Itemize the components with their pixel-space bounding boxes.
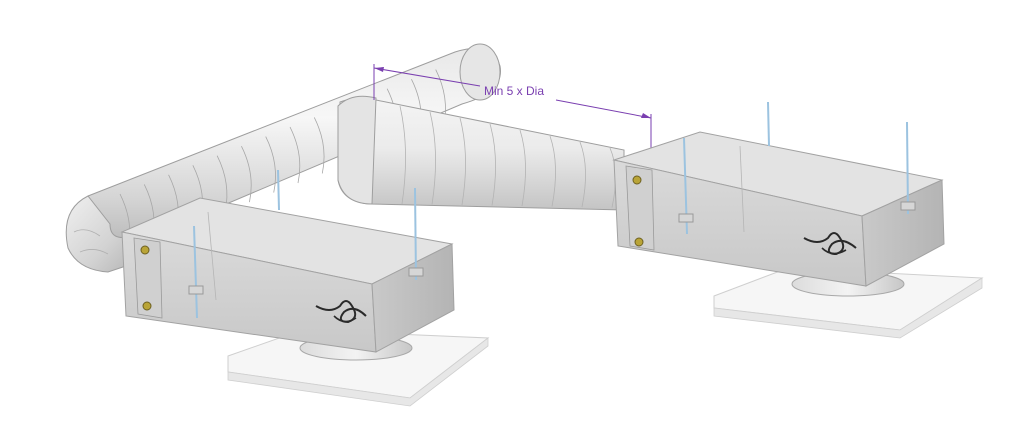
dimension-arrow-left-icon xyxy=(374,67,384,72)
left-hanger-bracket-icon xyxy=(408,267,424,277)
tee-collar-icon xyxy=(337,95,377,205)
branch-seam-line xyxy=(519,129,526,207)
right-unit xyxy=(612,101,984,339)
branch-duct-icon xyxy=(337,97,625,211)
main-duct-end-icon xyxy=(459,43,501,101)
duct-seam-line xyxy=(265,136,276,193)
right-box-side xyxy=(861,179,945,287)
dimension-label: Min 5 x Dia xyxy=(484,84,544,98)
branch-seam-line xyxy=(579,141,586,208)
right-cable-icon xyxy=(803,232,857,256)
elbow-icon xyxy=(65,195,139,273)
dimension-arrow-right-icon xyxy=(641,113,651,118)
right-gauge-top-icon xyxy=(632,175,642,185)
duct-seam-line xyxy=(289,126,301,184)
right-hanger-rod-icon xyxy=(906,121,909,215)
left-hanger-rod-icon xyxy=(277,169,280,211)
left-access-panel-icon xyxy=(133,237,163,319)
branch-seam-line xyxy=(549,135,556,207)
left-gauge-bottom-icon xyxy=(142,301,152,311)
branch-seam-line xyxy=(489,123,496,206)
left-gauge-top-icon xyxy=(140,245,150,255)
branch-seam-line xyxy=(429,111,436,205)
dimension-line-2 xyxy=(555,99,652,119)
ductwork xyxy=(65,43,625,273)
left-cable-icon xyxy=(315,300,367,324)
left-hanger-bracket-icon xyxy=(188,285,204,295)
right-access-panel-icon xyxy=(625,165,655,251)
right-hanger-rod-icon xyxy=(767,101,770,147)
dimension-annotation: Min 5 x Dia xyxy=(373,64,652,150)
left-hanger-rod-icon xyxy=(414,187,417,281)
left-unit xyxy=(120,169,490,407)
left-box-side xyxy=(371,243,455,353)
branch-seam-line xyxy=(399,105,406,205)
right-hanger-bracket-icon xyxy=(900,201,916,211)
right-gauge-bottom-icon xyxy=(634,237,644,247)
dimension-line xyxy=(373,67,481,87)
left-hanger-rod-icon xyxy=(193,225,198,319)
duct-seam-line xyxy=(241,145,252,203)
branch-seams xyxy=(399,105,616,208)
duct-seam-line xyxy=(313,117,325,174)
branch-seam-line xyxy=(459,117,466,206)
right-hanger-bracket-icon xyxy=(678,213,694,223)
